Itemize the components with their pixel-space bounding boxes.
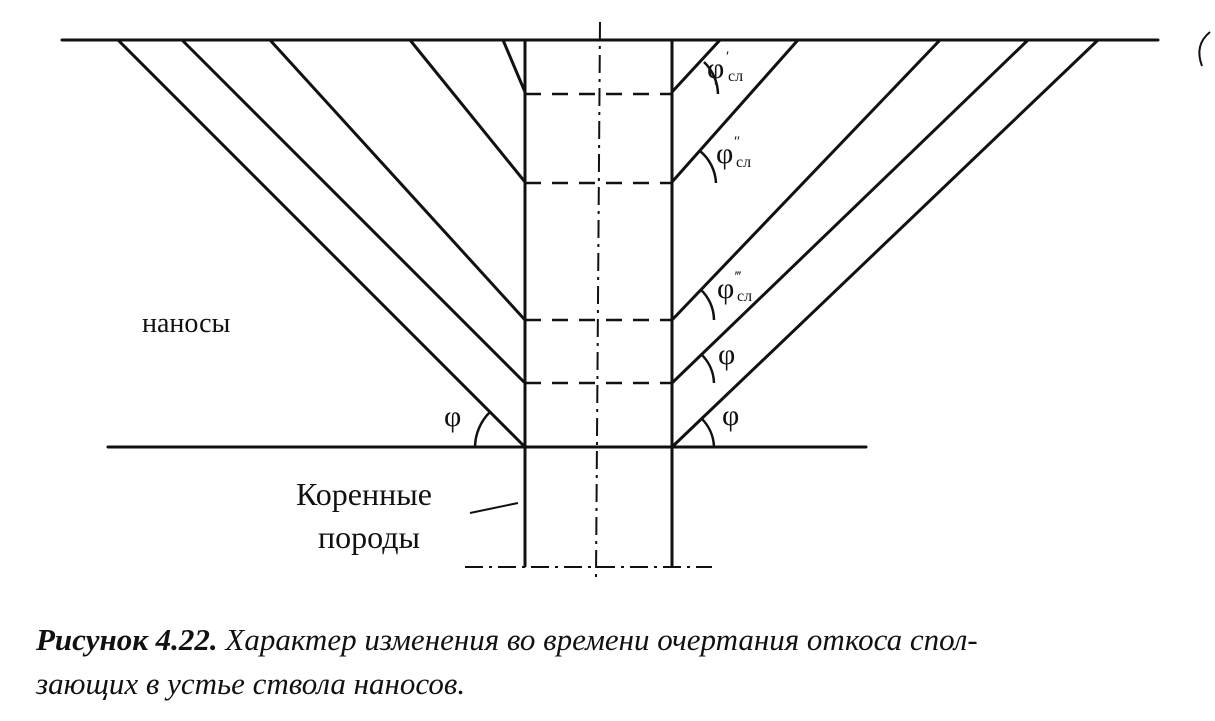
slope-left-5 [501,38,527,94]
angle-arc-right-sl1 [703,61,720,95]
svg-text:φ: φ [716,137,733,170]
slope-right-5 [670,38,722,94]
svg-text:″: ″ [734,134,740,150]
edge-mark [1198,31,1211,67]
slope-right-2 [670,38,1030,385]
caption-prefix: Рисунок 4.22. [36,622,218,657]
label-angle-phi-right: φ [718,338,735,371]
shaft-axis-line [595,21,601,579]
angle-arc-left [473,411,491,448]
angle-arc-right-sl3 [699,288,716,321]
label-angle-phi-sl3: φ ‴ сл [717,269,752,305]
label-angle-phi-right-base: φ [722,399,739,432]
slope-left-2 [180,38,527,385]
svg-text:сл: сл [736,154,751,171]
svg-text:φ: φ [707,52,724,85]
angle-arc-right-base [700,417,716,448]
slope-left-3 [268,38,527,322]
slope-right-4 [670,38,800,184]
svg-text:сл: сл [737,288,752,305]
label-angle-phi-left: φ [444,400,461,433]
slope-left-1 [116,38,527,449]
caption-text-line1: Характер изменения во времени очертания … [225,622,978,657]
angle-arc-right-sl2 [699,150,718,184]
angle-arc-right-phi [700,353,716,384]
bedrock-leader-line [469,502,519,514]
label-bedrock-line2: породы [318,519,420,555]
svg-text:сл: сл [728,68,743,85]
figure-caption: Рисунок 4.22. Характер изменения во врем… [36,618,1206,706]
slope-left-4 [408,38,527,184]
svg-text:φ: φ [717,272,734,305]
caption-text-line2: зающих в устье ствола наносов. [36,666,466,701]
svg-text:′: ′ [726,49,729,65]
label-angle-phi-sl1: φ ′ сл [707,49,743,85]
svg-text:‴: ‴ [735,269,742,285]
label-angle-phi-sl2: φ ″ сл [716,134,751,171]
label-sediments: наносы [142,308,231,339]
label-bedrock-line1: Коренные [296,476,432,512]
slope-right-1 [670,38,1100,449]
slope-right-3 [670,38,942,322]
